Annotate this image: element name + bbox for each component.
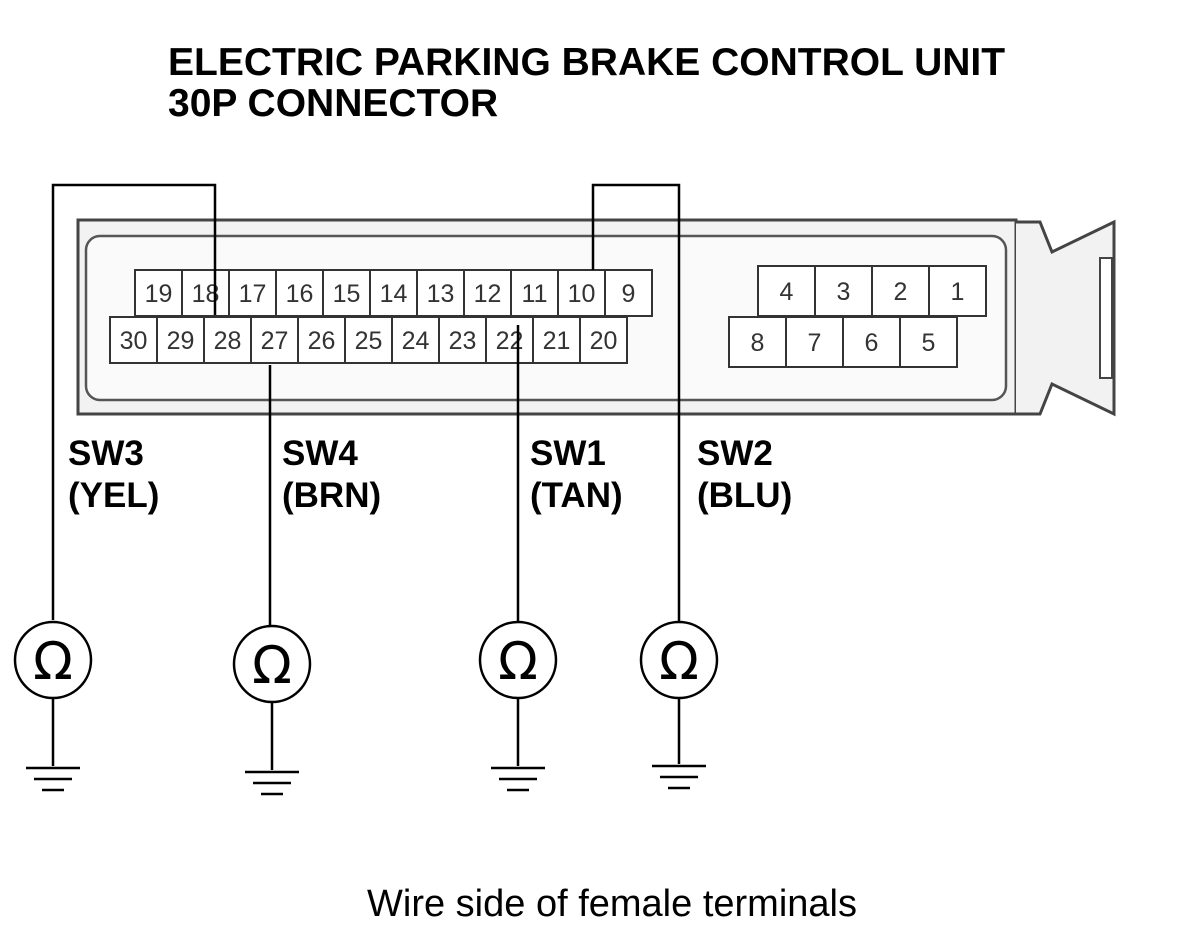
terminal-number: 28: [214, 327, 242, 355]
terminal-number: 17: [239, 280, 267, 308]
terminal-number: 8: [751, 329, 765, 357]
terminal-cell: [510, 269, 559, 317]
terminal-cell: [438, 316, 487, 364]
wire-sw3: [51, 183, 217, 620]
terminal-cell: [485, 316, 534, 364]
ohm-icon: Ω: [33, 632, 73, 692]
terminal-cell: [579, 316, 628, 364]
terminal-number: 5: [922, 329, 936, 357]
terminal-number: 4: [780, 278, 794, 306]
ground-sw3: [26, 698, 80, 792]
terminal-cell: [134, 269, 183, 317]
terminal-number: 7: [808, 329, 822, 357]
terminal-number: 29: [167, 327, 195, 355]
terminal-cell: [463, 269, 512, 317]
ohmmeter-sw2: Ω: [639, 620, 719, 700]
terminal-number: 12: [474, 280, 502, 308]
terminal-number: 24: [402, 327, 430, 355]
ohmmeter-sw3: Ω: [13, 620, 93, 700]
ground-sw2: [652, 698, 706, 790]
terminal-cell: [842, 316, 901, 368]
terminal-number: 14: [380, 280, 408, 308]
terminal-number: 3: [837, 278, 851, 306]
terminal-number: 6: [865, 329, 879, 357]
terminal-cell: [391, 316, 440, 364]
ohm-icon: Ω: [252, 636, 292, 696]
terminal-cell: [156, 316, 205, 364]
wire-label-sw4-name: SW4: [282, 434, 358, 473]
terminal-cell: [109, 316, 158, 364]
ohmmeter-sw1: Ω: [478, 620, 558, 700]
terminal-number: 13: [427, 280, 455, 308]
terminal-cell: [532, 316, 581, 364]
wire-label-sw1-color: (TAN): [530, 476, 623, 515]
terminal-number: 1: [951, 278, 965, 306]
ohm-icon: Ω: [659, 632, 699, 692]
terminal-cell: [203, 316, 252, 364]
wire-label-sw4-color: (BRN): [282, 476, 381, 515]
diagram-title-line1: ELECTRIC PARKING BRAKE CONTROL UNIT: [168, 41, 1005, 84]
terminal-cell: [297, 316, 346, 364]
wire-label-sw3-name: SW3: [68, 434, 144, 473]
wire-sw2: [591, 183, 681, 622]
terminal-number: 21: [543, 327, 571, 355]
terminal-number: 25: [355, 327, 383, 355]
terminal-number: 15: [333, 280, 361, 308]
ohmmeter-sw4: Ω: [232, 624, 312, 704]
terminal-number: 2: [894, 278, 908, 306]
ground-sw4: [245, 702, 299, 796]
wire-label-sw2-name: SW2: [697, 434, 773, 473]
terminal-number: 10: [568, 280, 596, 308]
terminal-number: 19: [145, 280, 173, 308]
terminal-cell: [344, 316, 393, 364]
ground-sw1: [491, 698, 545, 792]
terminal-number: 9: [622, 280, 636, 308]
terminal-number: 26: [308, 327, 336, 355]
wire-label-sw2-color: (BLU): [697, 476, 792, 515]
terminal-number: 11: [522, 280, 548, 308]
wire-label-sw3-color: (YEL): [68, 476, 159, 515]
terminal-number: 16: [286, 280, 314, 308]
terminal-number: 23: [449, 327, 477, 355]
terminal-row-top-right: 4 3 2 1: [757, 265, 987, 317]
terminal-row-bottom-right: 8 7 6 5: [728, 316, 958, 368]
terminal-cell: [899, 316, 958, 368]
terminal-cell: [604, 269, 653, 317]
terminal-number: 20: [590, 327, 618, 355]
terminal-number: 27: [261, 327, 289, 355]
terminal-cell: [757, 265, 816, 317]
terminal-number: 30: [120, 327, 148, 355]
diagram-title-line2: 30P CONNECTOR: [168, 82, 498, 125]
ohm-icon: Ω: [498, 632, 538, 692]
wire-label-sw1-name: SW1: [530, 434, 606, 473]
diagram-caption: Wire side of female terminals: [367, 883, 857, 925]
